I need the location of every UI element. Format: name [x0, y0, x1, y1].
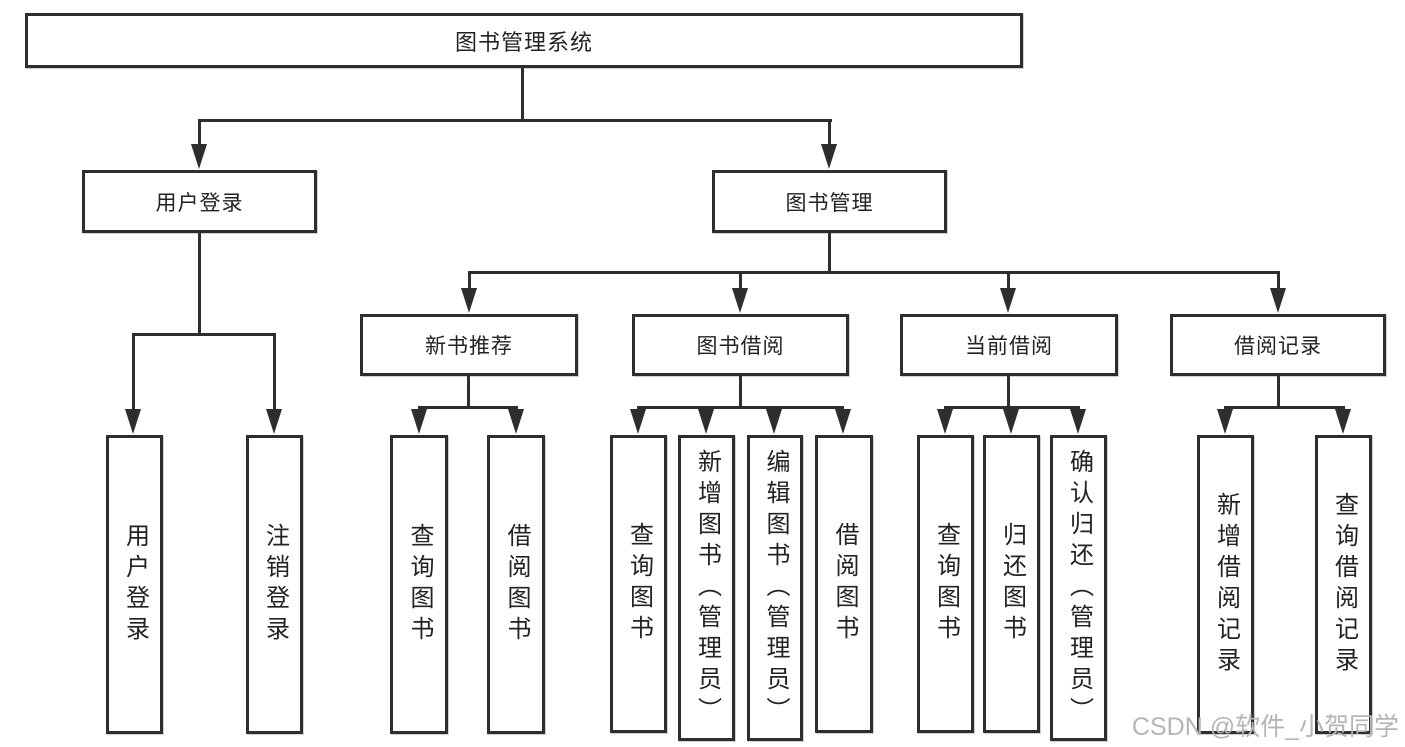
leaf-user-login-label: 用户登录	[121, 522, 149, 647]
leaf-rc-add-record-label: 新增借阅记录	[1212, 491, 1240, 678]
node-new-book-recommend: 新书推荐	[360, 314, 578, 376]
connector-book-management-stem	[828, 233, 831, 274]
leaf-rc-query-record: 查询借阅记录	[1315, 435, 1372, 734]
leaf-bw-query-books-label: 查询图书	[625, 522, 653, 646]
leaf-cu-confirm-return-admin: 确认归还（管理员）	[1050, 435, 1107, 741]
arrowhead-down-new-books	[461, 288, 477, 313]
connector-borrow-records-stem	[1277, 376, 1280, 409]
leaf-cu-return-books-label: 归还图书	[998, 522, 1026, 646]
leaf-nb-query-books-label: 查询图书	[406, 522, 433, 647]
connector-drop-user-login	[198, 119, 201, 147]
node-user-login: 用户登录	[82, 170, 317, 233]
arrowhead-down-bw-edit	[766, 409, 782, 434]
arrowhead-down-book-management	[821, 144, 837, 169]
csdn-watermark: CSDN @软件_小贺同学	[1131, 713, 1399, 741]
connector-user-login-horizontal	[132, 333, 276, 336]
leaf-cu-return-books: 归还图书	[983, 435, 1040, 733]
leaf-bw-add-books-admin: 新增图书（管理员）	[678, 435, 735, 741]
arrowhead-down-book-borrow	[732, 288, 748, 313]
leaf-rc-add-record: 新增借阅记录	[1197, 435, 1254, 734]
leaf-nb-borrow-books-label: 借阅图书	[503, 522, 530, 647]
node-book-borrow: 图书借阅	[632, 314, 849, 376]
arrowhead-down-borrow-records	[1270, 288, 1286, 313]
node-book-management: 图书管理	[712, 170, 947, 233]
arrowhead-down-leaf-user-login	[125, 409, 141, 434]
connector-drop-book-borrow	[739, 271, 742, 291]
leaf-cu-confirm-return-admin-label: 确认归还（管理员）	[1065, 448, 1093, 728]
connector-new-books-horizontal	[418, 406, 518, 409]
arrowhead-down-nb-borrow	[508, 409, 524, 434]
leaf-logout-label: 注销登录	[261, 522, 289, 647]
connector-drop-book-management	[828, 119, 831, 147]
node-root-library-management-system: 图书管理系统	[25, 13, 1023, 68]
leaf-user-login: 用户登录	[106, 435, 163, 734]
connector-drop-current-borrow	[1007, 271, 1010, 291]
connector-root-stem	[521, 68, 524, 121]
arrowhead-down-cu-return	[1003, 409, 1019, 434]
connector-new-books-stem	[467, 376, 470, 409]
connector-drop-leaf-logout	[273, 333, 276, 412]
connector-drop-new-books	[468, 271, 471, 291]
leaf-cu-query-books-label: 查询图书	[932, 522, 960, 646]
leaf-bw-add-books-admin-label: 新增图书（管理员）	[693, 448, 721, 728]
arrowhead-down-bw-borrow	[835, 409, 851, 434]
arrowhead-down-leaf-logout	[266, 409, 282, 434]
arrowhead-down-rc-query	[1335, 409, 1351, 434]
leaf-nb-borrow-books: 借阅图书	[487, 435, 545, 734]
arrowhead-down-cu-confirm	[1070, 409, 1086, 434]
leaf-rc-query-record-label: 查询借阅记录	[1330, 491, 1358, 678]
arrowhead-down-rc-add	[1217, 409, 1233, 434]
arrowhead-down-bw-query	[630, 409, 646, 434]
arrowhead-down-nb-query	[411, 409, 427, 434]
connector-level3-horizontal	[468, 271, 1280, 274]
leaf-logout: 注销登录	[246, 435, 303, 734]
connector-drop-borrow-records	[1277, 271, 1280, 291]
leaf-cu-query-books: 查询图书	[917, 435, 974, 733]
leaf-bw-edit-books-admin: 编辑图书（管理员）	[747, 435, 803, 741]
arrowhead-down-current-borrow	[1000, 288, 1016, 313]
connector-user-login-stem	[198, 233, 201, 336]
connector-drop-leaf-user-login	[132, 333, 135, 412]
connector-current-borrow-horizontal	[944, 406, 1080, 409]
arrowhead-down-bw-add	[698, 409, 714, 434]
connector-borrow-records-horizontal	[1224, 406, 1345, 409]
leaf-nb-query-books: 查询图书	[390, 435, 448, 734]
leaf-bw-borrow-books: 借阅图书	[815, 435, 873, 733]
connector-current-borrow-stem	[1007, 376, 1010, 409]
leaf-bw-query-books: 查询图书	[610, 435, 667, 733]
connector-book-borrow-horizontal	[637, 406, 844, 409]
connector-root-horizontal	[198, 119, 832, 122]
arrowhead-down-cu-query	[937, 409, 953, 434]
node-current-borrow: 当前借阅	[900, 314, 1118, 376]
arrowhead-down-user-login	[191, 144, 207, 169]
leaf-bw-edit-books-admin-label: 编辑图书（管理员）	[762, 448, 789, 728]
leaf-bw-borrow-books-label: 借阅图书	[831, 522, 858, 646]
connector-book-borrow-stem	[739, 376, 742, 409]
node-borrow-records: 借阅记录	[1170, 314, 1386, 376]
